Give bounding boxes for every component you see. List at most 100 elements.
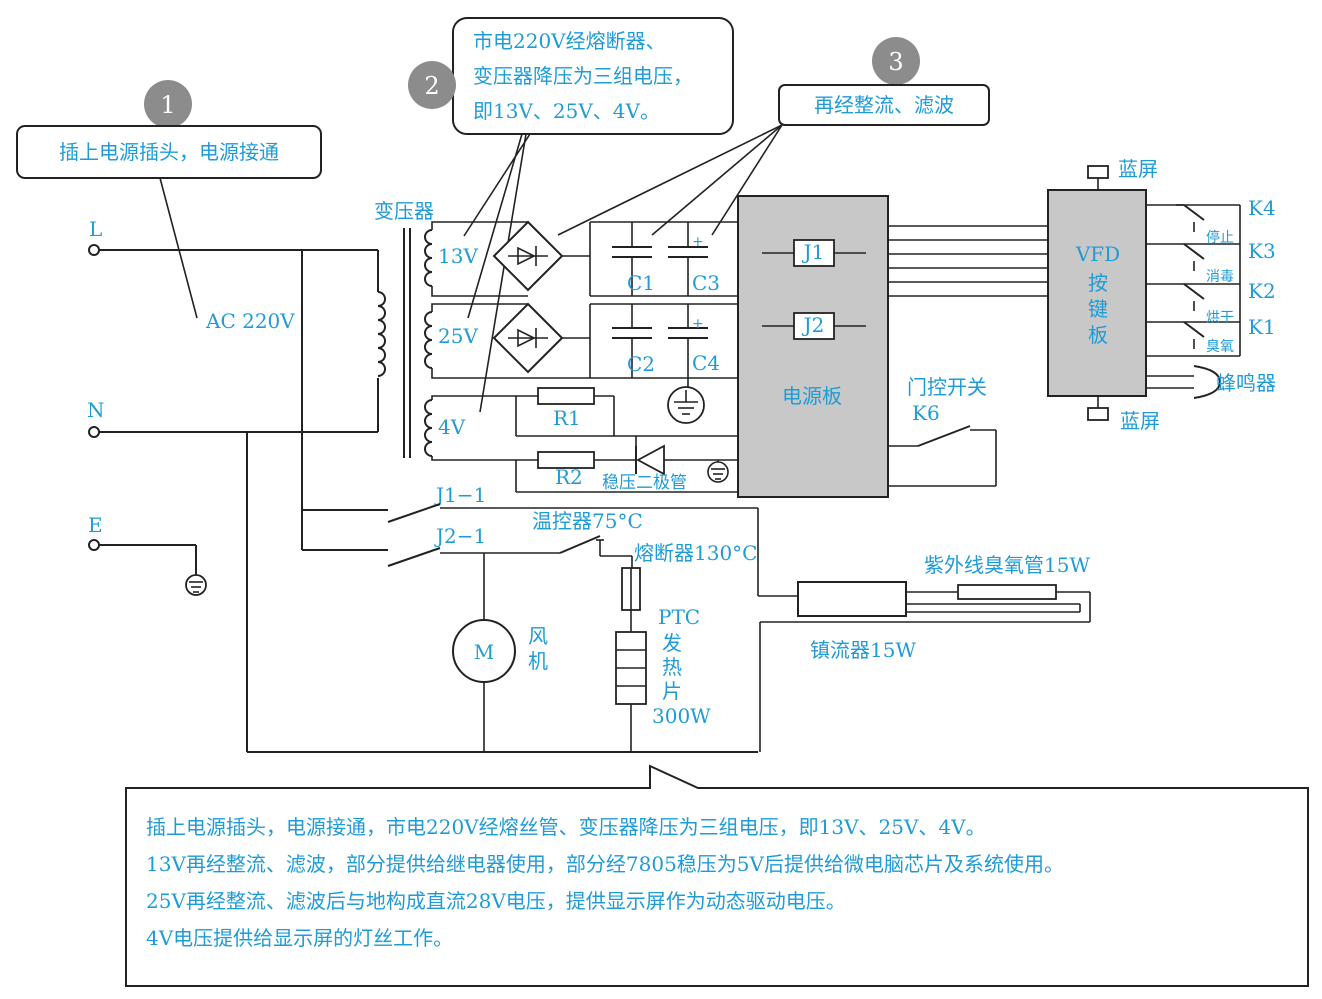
resistor-r2: R2 xyxy=(510,451,738,493)
svg-text:烘干: 烘干 xyxy=(1206,310,1234,326)
step2-line1: 市电220V经熔断器、 xyxy=(473,29,666,53)
step2-circle xyxy=(408,61,456,109)
step3-pointer-b xyxy=(651,124,783,236)
svg-text:停止: 停止 xyxy=(1206,229,1234,246)
svg-text:C3: C3 xyxy=(692,271,720,295)
step1-number: 1 xyxy=(160,91,175,119)
step1-pointer xyxy=(159,177,198,319)
transformer: 变压器 13V 25V 4V xyxy=(374,199,738,461)
step3-number: 3 xyxy=(888,48,903,76)
svg-text:J1: J1 xyxy=(802,240,825,264)
svg-text:机: 机 xyxy=(528,649,548,673)
blue-screen-bottom-label: 蓝屏 xyxy=(1120,409,1160,433)
resistor-r1: R1 xyxy=(515,387,738,437)
terminal-n xyxy=(88,426,100,438)
terminals: L N E AC 220V xyxy=(87,217,295,551)
terminal-n-label: N xyxy=(87,398,105,422)
step3-pointer-a xyxy=(557,124,783,236)
secondary-13v-coil-icon xyxy=(424,229,433,287)
blue-screen-top-label: 蓝屏 xyxy=(1118,157,1158,181)
thermostat-switch xyxy=(559,535,601,554)
contact-j1-1 xyxy=(387,503,441,523)
callout-step1: 1 插上电源插头，电源接通 xyxy=(16,80,322,319)
relay-j2 xyxy=(793,312,835,340)
step3-text: 再经整流、滤波 xyxy=(814,93,954,117)
switch-k2 xyxy=(1183,283,1205,311)
capacitor-c2: C2 xyxy=(612,304,655,378)
description-line4: 4V电压提供给显示屏的灯丝工作。 xyxy=(146,926,453,950)
step3-circle xyxy=(872,37,920,85)
secondary-4v-label: 4V xyxy=(438,415,466,439)
svg-text:PTC: PTC xyxy=(658,605,700,629)
svg-text:片: 片 xyxy=(662,679,682,703)
description-line3: 25V再经整流、滤波后与地构成直流28V电压，提供显示屏作为动态驱动电压。 xyxy=(146,889,846,913)
capacitor-c1: C1 xyxy=(612,222,655,296)
power-board-label: 电源板 xyxy=(782,384,842,408)
door-switch: 门控开关 K6 xyxy=(888,375,997,487)
svg-text:键: 键 xyxy=(1088,297,1108,321)
step2-number: 2 xyxy=(424,72,439,100)
ground-icon-2 xyxy=(707,461,729,483)
k6-label: K6 xyxy=(912,401,940,425)
step1-circle xyxy=(144,80,192,128)
ac-voltage-label: AC 220V xyxy=(205,309,295,333)
ballast-icon xyxy=(797,581,907,617)
terminal-e xyxy=(88,539,100,551)
terminal-l xyxy=(88,244,100,256)
svg-text:发: 发 xyxy=(662,631,682,655)
capacitor-c3: + C3 xyxy=(668,222,720,296)
svg-text:风: 风 xyxy=(528,624,548,648)
terminal-e-label: E xyxy=(88,513,103,537)
ground-icon xyxy=(667,386,705,424)
board-bus xyxy=(888,225,1048,297)
step1-box xyxy=(16,125,322,179)
step3-pointer-c xyxy=(711,124,783,236)
svg-text:臭氧: 臭氧 xyxy=(1206,339,1234,355)
switch-k4 xyxy=(1176,204,1205,232)
svg-text:M: M xyxy=(474,640,494,664)
svg-text:C2: C2 xyxy=(627,352,655,376)
step3-box xyxy=(778,84,990,126)
svg-text:板: 板 xyxy=(1088,323,1108,347)
zener-label: 稳压二极管 xyxy=(602,473,687,493)
svg-text:K3: K3 xyxy=(1248,239,1276,263)
j2-1-label: J2−1 xyxy=(434,524,486,548)
blue-screen-top-icon xyxy=(1087,165,1109,179)
svg-text:K1: K1 xyxy=(1248,315,1276,339)
relay-contacts: J1−1 J2−1 xyxy=(387,483,798,752)
buzzer: 蜂鸣器 xyxy=(1146,365,1276,399)
secondary-25v-coil-icon xyxy=(424,311,433,369)
earth-ground-icon xyxy=(185,574,207,596)
bridge-rectifier-1 xyxy=(492,220,564,292)
secondary-13v-label: 13V xyxy=(438,244,478,268)
motor-icon xyxy=(452,619,516,683)
svg-text:热: 热 xyxy=(662,655,682,679)
svg-text:J2: J2 xyxy=(802,313,825,337)
buzzer-label: 蜂鸣器 xyxy=(1216,371,1276,395)
heater-branch: 温控器75°C 熔断器130°C PTC 发 热 片 300W xyxy=(532,509,757,752)
step1-text: 插上电源插头，电源接通 xyxy=(59,140,279,164)
svg-text:消毒: 消毒 xyxy=(1206,269,1234,285)
secondary-25v-label: 25V xyxy=(438,324,478,348)
svg-text:K4: K4 xyxy=(1248,196,1276,220)
c4-plus: + xyxy=(692,316,704,332)
step2-pointer-b xyxy=(467,133,523,319)
capacitor-c4: + C4 xyxy=(668,304,720,390)
svg-text:300W: 300W xyxy=(652,704,711,728)
uv-branch: 紫外线臭氧管15W 镇流器15W xyxy=(759,553,1091,752)
step2-pointer-a xyxy=(463,133,531,237)
mains-wiring xyxy=(99,249,758,753)
uv-tube-label: 紫外线臭氧管15W xyxy=(924,553,1090,577)
svg-text:VFD: VFD xyxy=(1075,242,1120,266)
door-switch-label: 门控开关 xyxy=(907,375,987,399)
primary-coil-icon xyxy=(377,291,386,377)
uv-tube-icon xyxy=(957,584,1057,600)
switch-k1 xyxy=(1183,321,1205,349)
thermostat-label: 温控器75°C xyxy=(532,509,643,533)
step2-pointer-c xyxy=(479,133,527,413)
svg-text:C4: C4 xyxy=(692,351,720,375)
callout-step3: 3 再经整流、滤波 xyxy=(557,37,990,236)
key-switches: K4 K3 K2 K1 停止 消毒 烘干 臭氧 xyxy=(1146,196,1276,357)
power-board: 电源板 J1 J2 xyxy=(737,195,889,498)
